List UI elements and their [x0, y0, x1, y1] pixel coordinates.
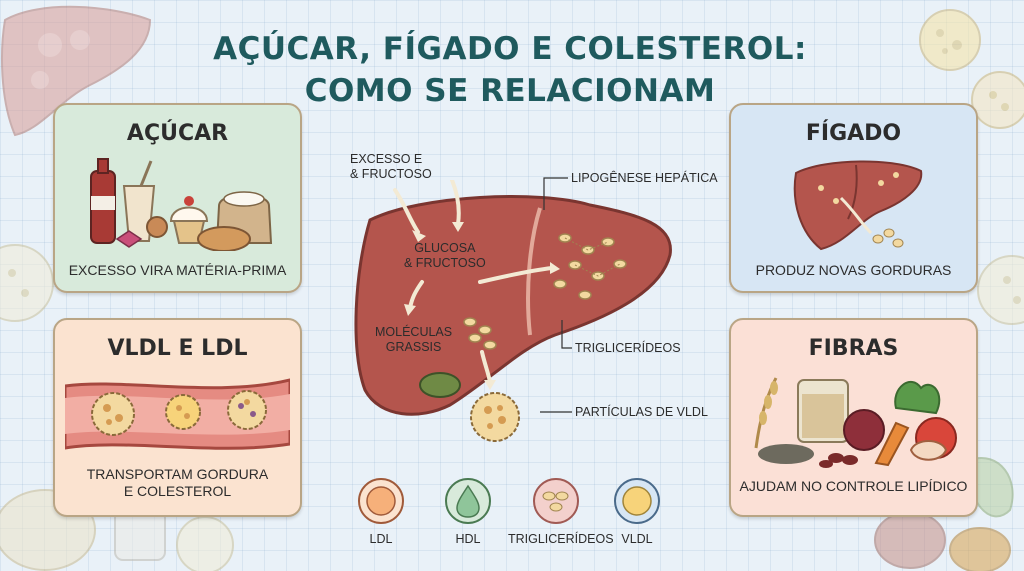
liver-card: FÍGADO PRODUZ NOVAS GORDURAS	[729, 103, 978, 293]
sugary-foods-illustration	[90, 158, 273, 251]
lipogenesis-label: LIPOGÊNESE HEPÁTICA	[571, 171, 718, 185]
fiber-foods-illustration	[754, 377, 957, 468]
fat-molecules	[463, 317, 497, 350]
vldl-icon	[614, 478, 660, 524]
liver-card-title: FÍGADO	[805, 121, 902, 146]
central-liver-diagram	[354, 180, 672, 442]
fibers-card-caption: AJUDAM NO CONTROLE LIPÍDICO	[739, 478, 968, 494]
title-line-2: COMO SE RELACIONAM	[304, 73, 716, 109]
page-title: AÇÚCAR, FÍGADO E COLESTEROL: COMO SE REL…	[150, 28, 870, 112]
background-particle-right-middle	[977, 255, 1024, 325]
fatty-liver-icon	[793, 160, 923, 251]
flow-arrows	[393, 180, 554, 384]
background-particle-right	[971, 71, 1024, 129]
hdl-icon	[445, 478, 491, 524]
vldl-ldl-card-caption: TRANSPORTAM GORDURA E COLESTEROL	[61, 466, 294, 500]
legend-item-triglycerides: TRIGLICERÍDEOS	[508, 476, 614, 546]
triglycerides-label: TRIGLICERÍDEOS	[575, 341, 681, 355]
background-food-bottom-right	[874, 457, 1014, 571]
background-particle-left	[0, 244, 54, 322]
vldl-particles-label: PARTÍCULAS DE VLDL	[575, 405, 708, 419]
legend-label-triglycerides: TRIGLICERÍDEOS	[508, 532, 614, 546]
background-particle-top-right	[919, 9, 981, 71]
fat-molecules-label: MOLÉCULAS GRASSIS	[375, 325, 453, 354]
title-line-1: AÇÚCAR, FÍGADO E COLESTEROL:	[213, 31, 807, 67]
background-food-bottom-left	[0, 489, 234, 571]
fibers-card: FIBRAS AJUDAM NO CONTROLE LIPÍDICO	[729, 318, 978, 517]
legend-item-hdl: HDL	[420, 476, 516, 546]
triglyceride-icon	[533, 478, 579, 524]
fibers-card-title: FIBRAS	[808, 336, 899, 361]
liver-lobe-divider	[526, 207, 542, 336]
legend-item-vldl: VLDL	[589, 476, 685, 546]
glucose-fructose-label: GLUCOSA & FRUCTOSO	[404, 241, 486, 270]
legend-label-ldl: LDL	[369, 532, 393, 546]
sugar-card-title: AÇÚCAR	[126, 121, 229, 146]
vldl-ldl-caption-line-2: E COLESTEROL	[123, 483, 232, 499]
sugar-card-caption: EXCESSO VIRA MATÉRIA-PRIMA	[68, 262, 287, 278]
flow-arrowheads	[404, 222, 560, 390]
blood-vessel-illustration	[65, 378, 290, 450]
legend-item-ldl: LDL	[333, 476, 429, 546]
excess-fructose-label: EXCESSO E & FRUCTOSO	[350, 152, 432, 181]
legend-label-hdl: HDL	[455, 532, 481, 546]
vldl-ldl-card-title: VLDL E LDL	[107, 336, 248, 361]
legend-label-vldl: VLDL	[621, 532, 653, 546]
liver-card-caption: PRODUZ NOVAS GORDURAS	[755, 262, 952, 278]
gallbladder	[419, 372, 461, 398]
liver-shape	[354, 195, 672, 416]
sugar-card: AÇÚCAR EXCESSO VIRA MATÉRIA-PRIMA	[53, 103, 302, 293]
vldl-ldl-caption-line-1: TRANSPORTAM GORDURA	[86, 466, 269, 482]
label-pointer-lines	[540, 177, 572, 413]
background-liver-illustration	[1, 5, 152, 137]
vldl-particle-icon	[470, 392, 520, 442]
vldl-ldl-card: VLDL E LDL TRANSPORTAM GORDURA E COLESTE…	[53, 318, 302, 517]
ldl-icon	[358, 478, 404, 524]
